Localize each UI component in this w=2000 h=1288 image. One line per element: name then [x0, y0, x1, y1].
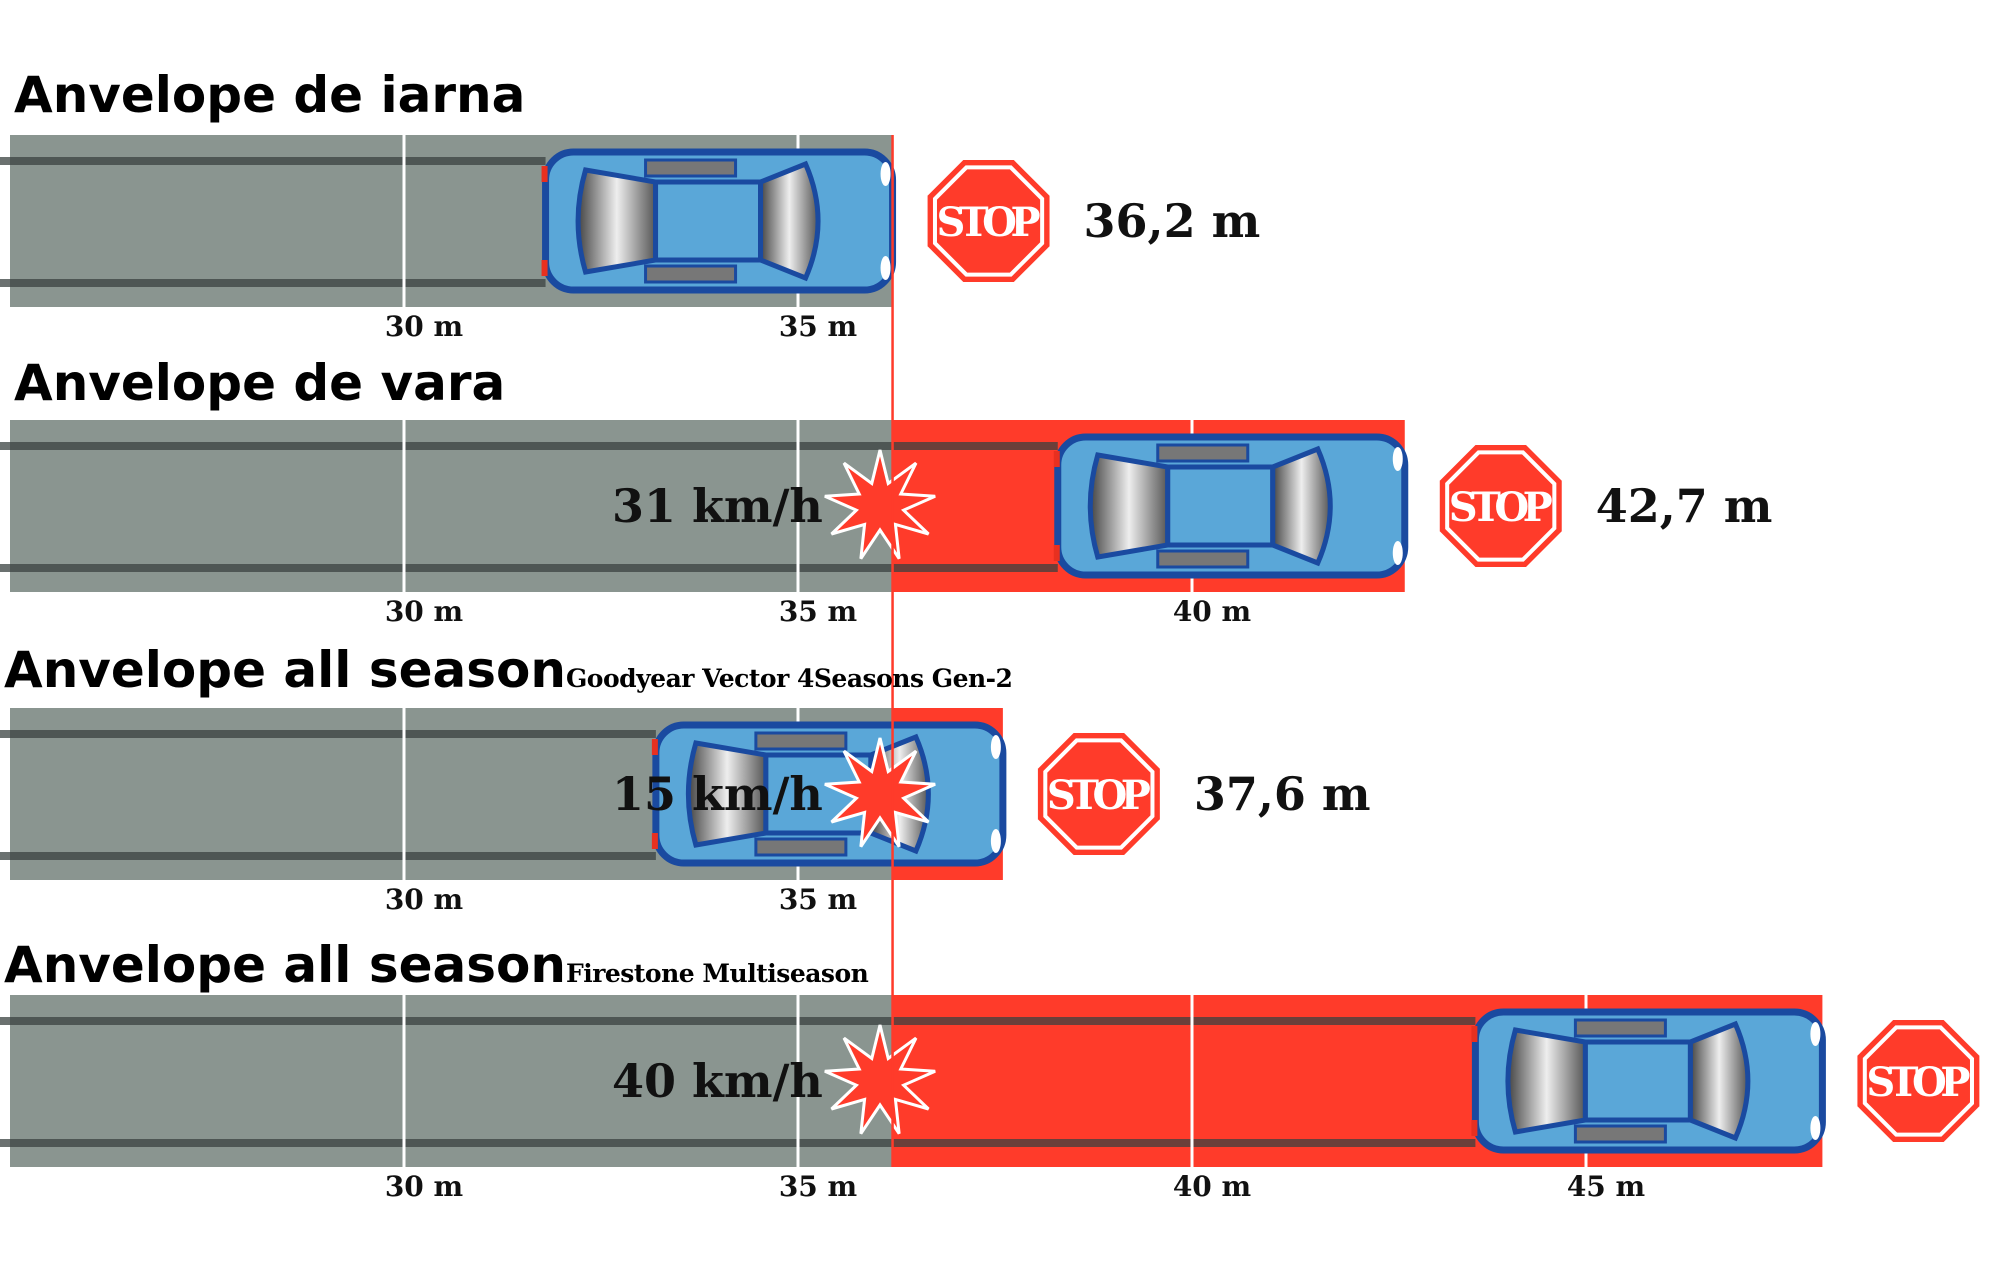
car-icon: [1471, 1012, 1822, 1150]
stop-sign-text: STOP: [1449, 484, 1553, 531]
tick-label: 40 m: [1172, 1170, 1252, 1203]
impact-burst-icon: [824, 737, 936, 848]
lane-title: Anvelope de iarna: [14, 70, 525, 120]
impact-speed-label: 31 km/h: [612, 479, 823, 533]
tire-track: [0, 442, 1058, 450]
stop-sign-icon: [1439, 445, 1562, 567]
tick-label: 30 m: [384, 310, 464, 343]
tire-track: [0, 852, 656, 860]
tire-track: [0, 730, 656, 738]
stop-sign-text: STOP: [1047, 772, 1151, 819]
lane-subtitle: Firestone Multiseason: [565, 959, 869, 988]
tick-label: 35 m: [778, 883, 858, 916]
stop-sign-border: [932, 165, 1045, 277]
tire-track: [0, 157, 546, 165]
braking-distance-label: 42,7 m: [1595, 479, 1773, 533]
stop-sign-text: STOP: [937, 199, 1041, 246]
tick-label: 35 m: [778, 1170, 858, 1203]
lane-title-text: Anvelope de vara: [14, 354, 506, 412]
lane-title: Anvelope all seasonGoodyear Vector 4Seas…: [4, 645, 1013, 695]
lane-title-text: Anvelope all season: [4, 641, 566, 699]
lane-title-text: Anvelope de iarna: [14, 66, 526, 124]
lane-title: Anvelope de vara: [14, 358, 505, 408]
car-icon: [1054, 437, 1405, 575]
car-icon: [542, 152, 893, 290]
tire-track: [0, 1139, 1476, 1147]
impact-speed-label: 40 km/h: [612, 1054, 823, 1108]
stop-sign-border: [1445, 450, 1557, 562]
braking-distance-label: 36,2 m: [1083, 194, 1261, 248]
stop-sign-border: [1862, 1025, 1974, 1137]
impact-burst-icon: [824, 1024, 936, 1135]
tick-label: 30 m: [384, 1170, 464, 1203]
tire-track: [0, 1017, 1476, 1025]
impact-speed-label: 15 km/h: [612, 767, 823, 821]
stop-sign-icon: [927, 160, 1050, 282]
stop-sign-border: [1043, 738, 1155, 850]
stop-sign-text: STOP: [1866, 1059, 1970, 1106]
stop-sign-icon: [1037, 733, 1160, 855]
tick-label: 30 m: [384, 883, 464, 916]
stop-sign-icon: [1857, 1020, 1980, 1142]
tick-label: 45 m: [1566, 1170, 1646, 1203]
braking-distance-label: 37,6 m: [1193, 767, 1371, 821]
impact-burst-icon: [824, 449, 936, 560]
tire-track: [0, 279, 546, 287]
lane-subtitle: Goodyear Vector 4Seasons Gen-2: [565, 664, 1013, 693]
lane-title-text: Anvelope all season: [4, 936, 566, 994]
tick-label: 40 m: [1172, 595, 1252, 628]
tick-label: 35 m: [778, 595, 858, 628]
tick-label: 35 m: [778, 310, 858, 343]
lane-title: Anvelope all seasonFirestone Multiseason: [4, 940, 869, 990]
tick-label: 30 m: [384, 595, 464, 628]
tire-track: [0, 564, 1058, 572]
